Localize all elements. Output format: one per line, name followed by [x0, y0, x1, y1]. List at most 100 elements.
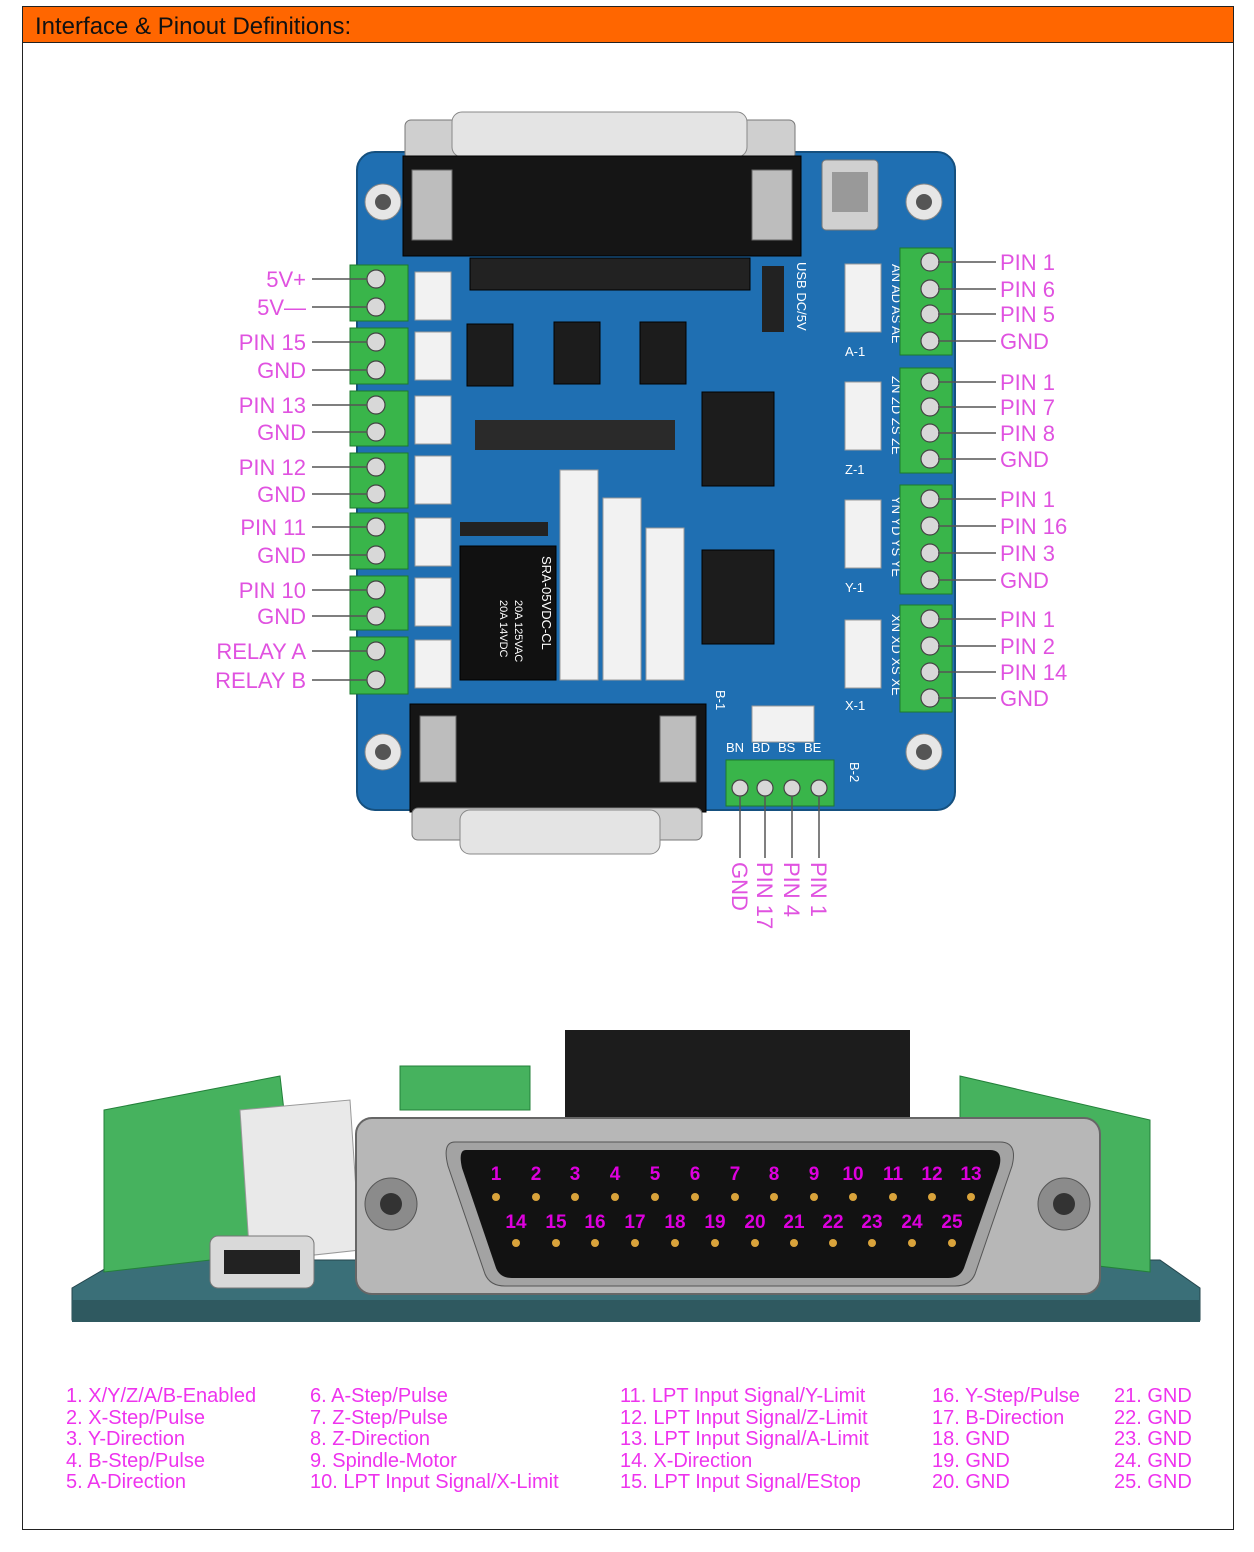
bottom-pin-label: PIN 4 — [779, 862, 804, 917]
left-pin-label: PIN 11 — [240, 515, 306, 540]
pin-contact-icon — [770, 1193, 778, 1201]
legend-item: 3. Y-Direction — [66, 1428, 185, 1450]
legend-item: 4. B-Step/Pulse — [66, 1449, 205, 1472]
db25-connector-icon — [402, 111, 802, 257]
terminal-screw-icon[interactable] — [731, 779, 749, 797]
pin-number-label: 15 — [545, 1212, 567, 1233]
silk-bn: BN — [726, 740, 744, 755]
pin-number-label: 3 — [570, 1164, 581, 1185]
legend-item: 14. X-Direction — [620, 1449, 753, 1472]
pin-number-label: 14 — [505, 1212, 527, 1233]
terminal-screw-icon[interactable] — [920, 423, 940, 443]
terminal-screw-icon[interactable] — [920, 449, 940, 469]
left-pin-label: GND — [257, 482, 306, 507]
terminal-screw-icon[interactable] — [920, 331, 940, 351]
pin-number-label: 10 — [842, 1164, 863, 1185]
legend-item: 21. GND — [1114, 1385, 1192, 1407]
terminal-screw-icon[interactable] — [920, 636, 940, 656]
pin-contact-icon — [908, 1239, 916, 1247]
legend-item: 19. GND — [932, 1449, 1010, 1472]
legend-item: 15. LPT Input Signal/EStop — [620, 1471, 861, 1493]
terminal-screw-icon[interactable] — [366, 297, 386, 317]
legend-item: 6. A-Step/Pulse — [310, 1385, 448, 1407]
silk-y1: Y-1 — [845, 580, 864, 595]
terminal-screw-icon[interactable] — [920, 397, 940, 417]
pin-contact-icon — [711, 1239, 719, 1247]
silk-z1: Z-1 — [845, 462, 865, 477]
left-pin-label: GND — [257, 420, 306, 445]
rear-connector-shadow — [565, 1030, 910, 1130]
terminal-screw-icon[interactable] — [366, 545, 386, 565]
terminal-screw-icon[interactable] — [810, 779, 828, 797]
terminal-blocks-left — [349, 264, 409, 695]
mounting-hole-icon — [364, 183, 943, 771]
power-switch-icon — [762, 266, 784, 332]
terminal-screw-icon[interactable] — [366, 332, 386, 352]
relay-rating-2: 20A 125VAC — [512, 600, 524, 662]
terminal-screw-icon[interactable] — [366, 269, 386, 289]
silk-be: BE — [804, 740, 822, 755]
terminal-screw-icon[interactable] — [366, 484, 386, 504]
left-pin-label: PIN 13 — [239, 393, 306, 418]
terminal-screw-icon[interactable] — [920, 688, 940, 708]
terminal-screw-icon[interactable] — [366, 360, 386, 380]
pin-contact-icon — [532, 1193, 540, 1201]
relay-rating-1: 20A 14VDC — [497, 600, 509, 658]
terminal-screw-icon[interactable] — [783, 779, 801, 797]
usb-port-icon — [821, 159, 879, 231]
diode-icon — [460, 522, 548, 536]
silk-bs: BS — [778, 740, 796, 755]
pin-number-label: 7 — [730, 1164, 741, 1185]
terminal-screw-icon[interactable] — [366, 580, 386, 600]
terminal-screw-icon[interactable] — [920, 516, 940, 536]
pin-contact-icon — [512, 1239, 520, 1247]
legend-item: 10. LPT Input Signal/X-Limit — [310, 1471, 559, 1493]
pin-number-label: 4 — [610, 1164, 621, 1185]
terminal-screw-icon[interactable] — [920, 662, 940, 682]
terminal-screw-icon[interactable] — [366, 606, 386, 626]
jst-connectors-left — [414, 271, 452, 689]
terminal-screw-icon[interactable] — [920, 252, 940, 272]
terminal-screw-icon[interactable] — [920, 279, 940, 299]
legend-item: 23. GND — [1114, 1428, 1192, 1450]
right-pin-label: PIN 5 — [1000, 302, 1055, 327]
terminal-block-bottom — [725, 759, 835, 807]
legend-item: 11. LPT Input Signal/Y-Limit — [620, 1385, 866, 1407]
pin-contact-icon — [948, 1239, 956, 1247]
terminal-screw-icon[interactable] — [920, 609, 940, 629]
board-top-view: SRA-05VDC-CL 20A 14VDC 20A 125VAC AN AD … — [215, 111, 1067, 929]
db25-connector-front-icon — [355, 1117, 1101, 1295]
right-pin-label: PIN 7 — [1000, 395, 1055, 420]
terminal-screw-icon[interactable] — [920, 489, 940, 509]
right-pin-label: PIN 1 — [1000, 607, 1055, 632]
terminal-screw-icon[interactable] — [366, 517, 386, 537]
terminal-screw-icon[interactable] — [756, 779, 774, 797]
relay-icon: SRA-05VDC-CL 20A 14VDC 20A 125VAC — [459, 545, 557, 681]
bottom-pin-label: GND — [727, 862, 752, 911]
legend-item: 12. LPT Input Signal/Z-Limit — [620, 1406, 868, 1429]
legend-item: 20. GND — [932, 1471, 1010, 1493]
bottom-pin-label: PIN 1 — [806, 862, 831, 917]
terminal-screw-icon[interactable] — [920, 543, 940, 563]
legend-item: 13. LPT Input Signal/A-Limit — [620, 1428, 869, 1450]
terminal-screw-icon[interactable] — [366, 641, 386, 661]
pin-number-label: 6 — [690, 1164, 701, 1185]
ic-chips — [466, 321, 775, 645]
terminal-screw-icon[interactable] — [366, 670, 386, 690]
terminal-screw-icon[interactable] — [366, 395, 386, 415]
pin-number-label: 13 — [960, 1164, 981, 1185]
terminal-screw-icon[interactable] — [920, 304, 940, 324]
pin-contact-icon — [849, 1193, 857, 1201]
terminal-screw-icon[interactable] — [920, 570, 940, 590]
terminal-screw-icon[interactable] — [920, 372, 940, 392]
terminal-screw-icon[interactable] — [366, 457, 386, 477]
right-pin-label: PIN 8 — [1000, 421, 1055, 446]
pin-number-label: 21 — [783, 1212, 805, 1233]
terminal-screw-icon[interactable] — [366, 422, 386, 442]
legend-item: 7. Z-Step/Pulse — [310, 1406, 448, 1429]
pin-contact-icon — [967, 1193, 975, 1201]
